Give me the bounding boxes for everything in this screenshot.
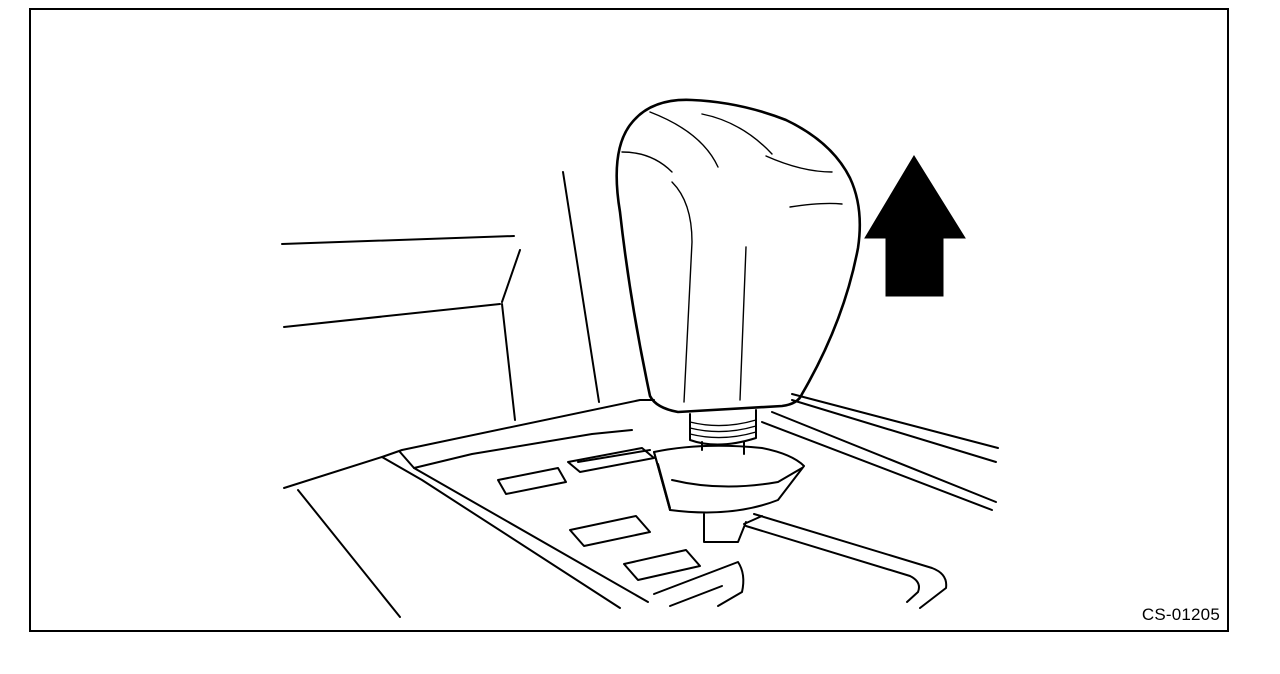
figure-frame: CS-01205	[29, 8, 1229, 632]
up-arrow-icon	[864, 155, 966, 297]
center-console	[283, 393, 999, 618]
console-switches	[497, 447, 701, 581]
shift-lever	[653, 409, 805, 543]
figure-code: CS-01205	[1141, 605, 1220, 624]
shift-knob	[615, 98, 862, 414]
background-trim-lines	[281, 171, 600, 421]
shift-knob-illustration	[281, 98, 999, 618]
